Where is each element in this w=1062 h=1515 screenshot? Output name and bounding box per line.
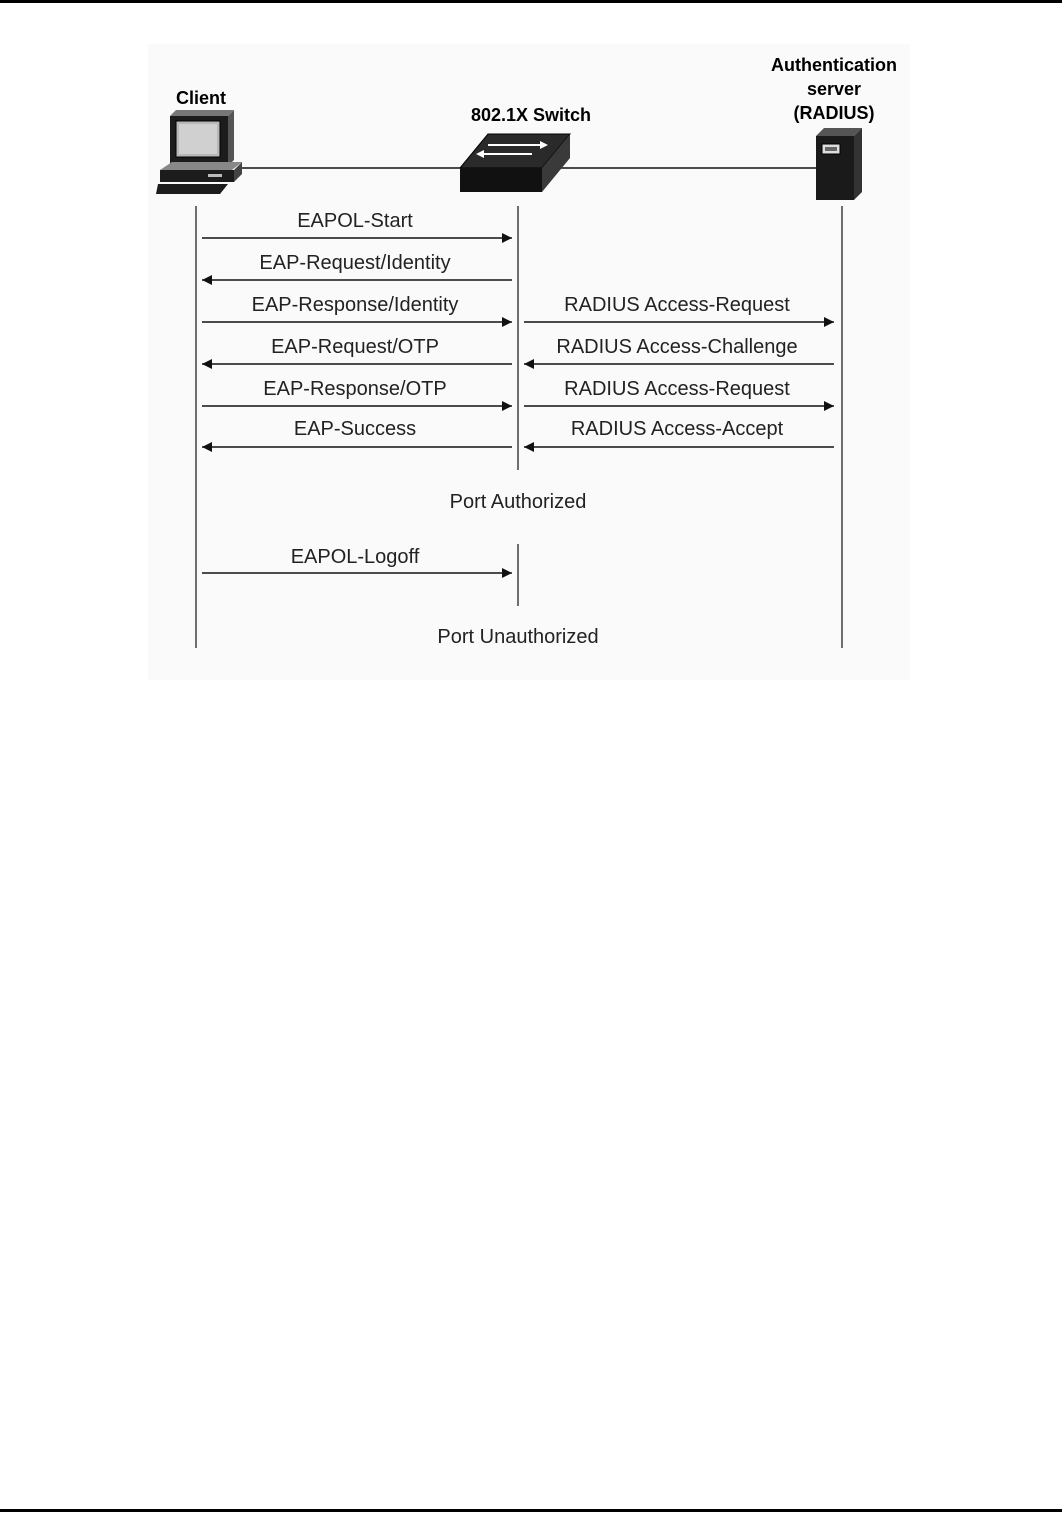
bottom-page-rule [0, 1509, 1062, 1512]
message-eap-success: EAP-Success [202, 418, 512, 447]
message-eap-response-otp: EAP-Response/OTP [202, 378, 512, 406]
message-eap-response-identity: EAP-Response/Identity [202, 294, 512, 322]
svg-text:EAP-Request/OTP: EAP-Request/OTP [271, 336, 439, 358]
svg-text:EAP-Request/Identity: EAP-Request/Identity [259, 252, 450, 274]
server-label-line-2: server [807, 79, 861, 99]
eap-sequence-diagram: Client 802.1X Switch Authentication serv… [148, 44, 910, 680]
message-radius-access-accept: RADIUS Access-Accept [524, 418, 834, 447]
switch-icon [460, 134, 570, 192]
svg-text:EAPOL-Start: EAPOL-Start [297, 210, 413, 232]
svg-text:EAP-Response/Identity: EAP-Response/Identity [252, 294, 459, 316]
svg-text:RADIUS Access-Request: RADIUS Access-Request [564, 294, 790, 316]
svg-text:EAP-Success: EAP-Success [294, 418, 416, 440]
svg-text:EAPOL-Logoff: EAPOL-Logoff [291, 546, 420, 568]
svg-text:EAP-Response/OTP: EAP-Response/OTP [263, 378, 446, 400]
message-eapol-logoff: EAPOL-Logoff [202, 546, 512, 573]
client-computer-icon [156, 110, 242, 194]
message-radius-access-challenge: RADIUS Access-Challenge [524, 336, 834, 364]
message-eapol-start: EAPOL-Start [202, 210, 512, 238]
server-label-line-1: Authentication [771, 55, 897, 75]
port-authorized-state: Port Authorized [450, 491, 587, 513]
message-eap-request-otp: EAP-Request/OTP [202, 336, 512, 364]
svg-text:RADIUS Access-Request: RADIUS Access-Request [564, 378, 790, 400]
client-label: Client [176, 88, 226, 108]
switch-label: 802.1X Switch [471, 105, 591, 125]
svg-text:RADIUS Access-Accept: RADIUS Access-Accept [571, 418, 784, 440]
server-label-line-3: (RADIUS) [794, 103, 875, 123]
svg-text:RADIUS Access-Challenge: RADIUS Access-Challenge [556, 336, 797, 358]
message-radius-access-request-1: RADIUS Access-Request [524, 294, 834, 322]
message-radius-access-request-2: RADIUS Access-Request [524, 378, 834, 406]
radius-server-icon [816, 128, 862, 200]
message-eap-request-identity: EAP-Request/Identity [202, 252, 512, 280]
top-page-rule [0, 0, 1062, 3]
port-unauthorized-state: Port Unauthorized [437, 626, 598, 648]
